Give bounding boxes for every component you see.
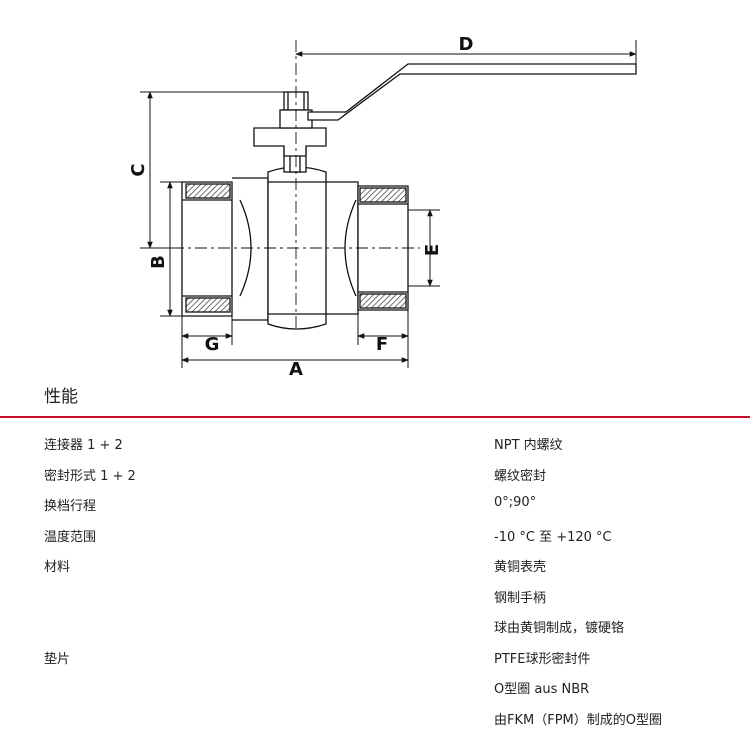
dim-label-a: A [289,359,303,380]
spec-row: 连接器 1 + 2 NPT 内螺纹 [0,428,750,459]
stem-square [289,153,301,173]
right-ball-arc [344,199,357,297]
spec-row: 密封形式 1 + 2 螺纹密封 [0,459,750,490]
spec-value: NPT 内螺纹 [494,438,563,453]
left-thread-bottom [185,297,231,313]
spec-row: 由FKM（FPM）制成的O型圈 [0,703,750,734]
spec-row: 钢制手柄 [0,581,750,612]
spec-table: 连接器 1 + 2 NPT 内螺纹 密封形式 1 + 2 螺纹密封 换档行程 0… [0,428,750,733]
spec-value: -10 °C 至 +120 °C [494,529,612,545]
spec-row: 温度范围 -10 °C 至 +120 °C [0,520,750,551]
spec-value: PTFE球形密封件 [494,651,591,667]
dim-label-e: E [422,244,443,256]
ball-valve-technical-drawing: D C B E G F A [128,34,637,380]
spec-value: 0°;90° [494,495,537,510]
spec-label: 垫片 [44,651,71,667]
spec-label: 换档行程 [44,499,97,514]
dim-label-b: B [148,255,169,269]
dim-label-g: G [205,334,220,355]
spec-value: 球由黄铜制成，镀硬铬 [494,621,625,636]
spec-value: 黄铜表壳 [494,560,547,575]
spec-row: 材料 黄铜表壳 [0,550,750,581]
spec-row: 换档行程 0°;90° [0,489,750,520]
spec-value: 由FKM（FPM）制成的O型圈 [494,712,662,728]
dim-label-d: D [459,34,474,55]
spec-label: 材料 [44,560,71,575]
dim-label-c: C [128,163,149,176]
left-thread-top [185,183,231,199]
dim-label-f: F [376,334,388,355]
lever-handle [307,63,637,121]
right-thread-bottom [359,293,407,309]
spec-row: 垫片 PTFE球形密封件 [0,642,750,673]
spec-value: 螺纹密封 [494,468,547,484]
handle-hub [253,127,327,157]
spec-label: 连接器 1 + 2 [44,438,123,453]
spec-value: 钢制手柄 [494,590,547,606]
spec-label: 密封形式 1 + 2 [44,468,136,484]
spec-row: 球由黄铜制成，镀硬铬 [0,611,750,642]
section-divider [0,416,750,418]
right-thread-top [359,187,407,203]
spec-row: O型圈 aus NBR [0,672,750,703]
section-title: 性能 [44,387,78,407]
spec-label: 温度范围 [44,529,97,545]
spec-value: O型圈 aus NBR [494,682,590,697]
